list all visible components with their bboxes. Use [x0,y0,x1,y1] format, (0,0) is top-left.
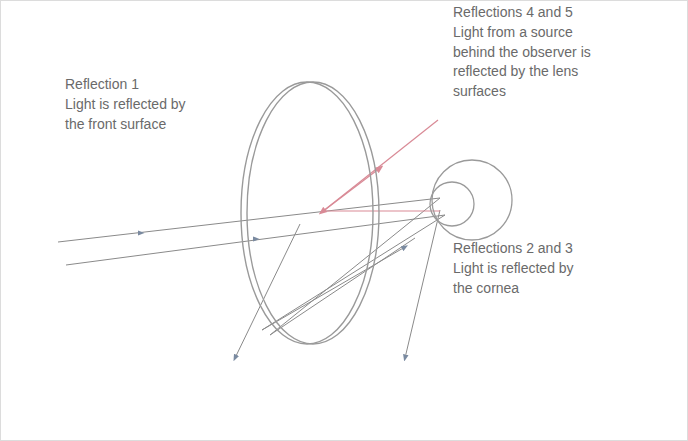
callout-heading: Reflection 1 [65,75,139,95]
callout-note: Light is reflected by the front surface [65,95,205,134]
callout-note: Light is reflected by the cornea [453,259,593,298]
spectacle-lens [241,82,379,344]
eye [430,160,512,240]
callout-heading: Reflections 4 and 5 [453,3,573,23]
callout-note: Light from a source behind the observer … [453,23,605,101]
light-rays [58,198,445,358]
rear-light-rays [322,120,440,212]
callout-heading: Reflections 2 and 3 [453,239,573,259]
cornea [430,182,474,226]
